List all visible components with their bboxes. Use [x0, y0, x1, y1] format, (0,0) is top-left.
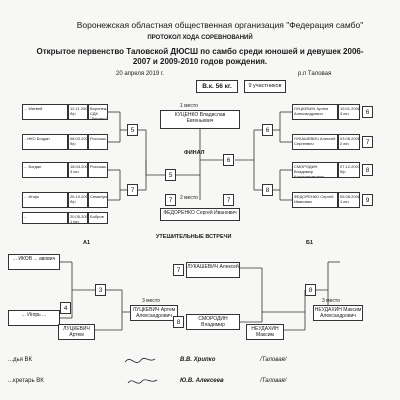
- left-seed-2-club: Россошь: [88, 134, 108, 150]
- left-seed-3-info: 18.04.2006, 3 юн.: [68, 162, 88, 178]
- center-bout-7: 7: [165, 194, 176, 206]
- competition-date: 20 апреля 2019 г.: [116, 71, 164, 77]
- right-bout-6-a: 6: [262, 124, 273, 136]
- right-seed-num-8: 8: [362, 164, 373, 176]
- left-seed-2-name: ...НКО Богдан: [22, 134, 68, 150]
- right-seed-8-name: СМОРОДИН Владимир Константинович: [292, 162, 338, 178]
- b1-mid-fighter: НЕУДАХИН Максим: [246, 324, 284, 340]
- a1-third-place: ЛУЦКЕВИЧ Артем Александрович: [130, 305, 178, 321]
- left-bout-5-a: 5: [127, 124, 138, 136]
- b1-third-place: НЕУДАХИН Максим Александрович: [313, 305, 363, 321]
- b1-bout-8b: 8: [305, 284, 316, 296]
- center-bout-7b: 7: [223, 194, 234, 206]
- a1-top-fighter: ... ИКОВ ... авович: [8, 254, 60, 270]
- final-label: ФИНАЛ: [184, 150, 205, 156]
- protocol-heading: ПРОТОКОЛ ХОДА СОРЕВНОВАНИЙ: [147, 35, 253, 41]
- right-seed-9-name: ФЕДОРЕНКО Сергей Иванович: [292, 192, 338, 208]
- right-seed-num-6: 6: [362, 106, 373, 118]
- a1-bout-4: 4: [60, 302, 71, 314]
- consolation-label: УТЕШИТЕЛЬНЫЕ ВСТРЕЧИ: [156, 234, 232, 240]
- a1-bottom-fighter: ... Игорь ...: [8, 310, 60, 326]
- b1-bout-8: 8: [173, 316, 184, 328]
- pool-a1-label: А1: [83, 240, 91, 246]
- second-place-name: ФЕДОРЕНКО Сергей Иванович: [160, 208, 240, 221]
- chief-judge-city: /Таловая/: [260, 357, 287, 363]
- right-seed-7-info: 03.08.2006, 2 юн.: [338, 134, 360, 150]
- b1-bout-7: 7: [173, 264, 184, 276]
- a1-mid-fighter: ЛУЦКЕВИЧ Артем: [58, 324, 95, 340]
- left-seed-1-club: Воронеж, СДК "Динамо": [88, 104, 108, 120]
- center-bout-6: 6: [223, 154, 234, 166]
- chief-judge-name: В.В. Хрипко: [180, 357, 216, 363]
- right-seed-num-9: 9: [362, 194, 373, 206]
- b1-bottom-fighter: СМОРОДИН Владимир: [186, 314, 240, 330]
- right-seed-7-name: ЛУКАШЕВИЧ Алексей Сергеевич: [292, 134, 338, 150]
- pool-b1-label: Б1: [306, 240, 314, 246]
- right-seed-8-info: 07.12.2007, б/р: [338, 162, 360, 178]
- secretary-name: Ю.В. Алексеев: [180, 378, 224, 384]
- secretary-role: ...кретарь ВК: [8, 378, 44, 384]
- a1-bout-3: 3: [95, 284, 106, 296]
- first-place-name: КУЦЕНКО Владислав Евгеньевич: [160, 110, 240, 129]
- left-seed-5-info: 20.05.2007, 1 юн.: [68, 212, 88, 224]
- left-seed-4-club: Семилуки: [88, 192, 108, 208]
- left-seed-2-info: 08.03.2008, б/р: [68, 134, 88, 150]
- b1-top-fighter: ЛУКАШЕВИЧ Алексей: [186, 262, 240, 278]
- center-bout-5: 5: [165, 169, 176, 181]
- left-seed-5-club: Бобров: [88, 212, 108, 224]
- left-seed-1-name: ... Матвей: [22, 104, 68, 120]
- organization-name: Воронежская областная общественная орган…: [76, 20, 364, 30]
- right-seed-6-name: ЛУЦКЕВИЧ Артем Александрович: [292, 104, 338, 120]
- secretary-city: /Таловая/: [260, 378, 287, 384]
- right-seed-6-info: 19.01.2006, 3 юн.: [338, 104, 360, 120]
- left-bout-7: 7: [127, 184, 138, 196]
- b1-third-label: 3 место: [322, 298, 340, 304]
- right-bout-8: 8: [262, 184, 273, 196]
- left-seed-3-name: ... Богдан: [22, 162, 68, 178]
- first-place-label: 1 место: [180, 103, 198, 109]
- competition-title: Открытое первенство Таловской ДЮСШ по са…: [36, 47, 364, 66]
- participants-count: 9 участников: [244, 80, 286, 93]
- left-seed-5-name: ...: [22, 212, 68, 224]
- right-seed-9-info: 05.08.2006, 1 юн.: [338, 192, 360, 208]
- chief-judge-role: ...дья ВК: [8, 357, 33, 363]
- weight-category: В.к. 56 кг.: [196, 80, 238, 93]
- second-place-label: 2 место: [180, 195, 198, 201]
- a1-third-label: 3 место: [142, 298, 160, 304]
- left-seed-4-info: 26.10.2006, б/р: [68, 192, 88, 208]
- left-seed-1-info: 12.11.2008, б/р: [68, 104, 88, 120]
- left-seed-3-club: Россошь: [88, 162, 108, 178]
- right-seed-num-7: 7: [362, 136, 373, 148]
- competition-place: р.п Таловая: [298, 71, 332, 77]
- left-seed-4-name: ... Игорь: [22, 192, 68, 208]
